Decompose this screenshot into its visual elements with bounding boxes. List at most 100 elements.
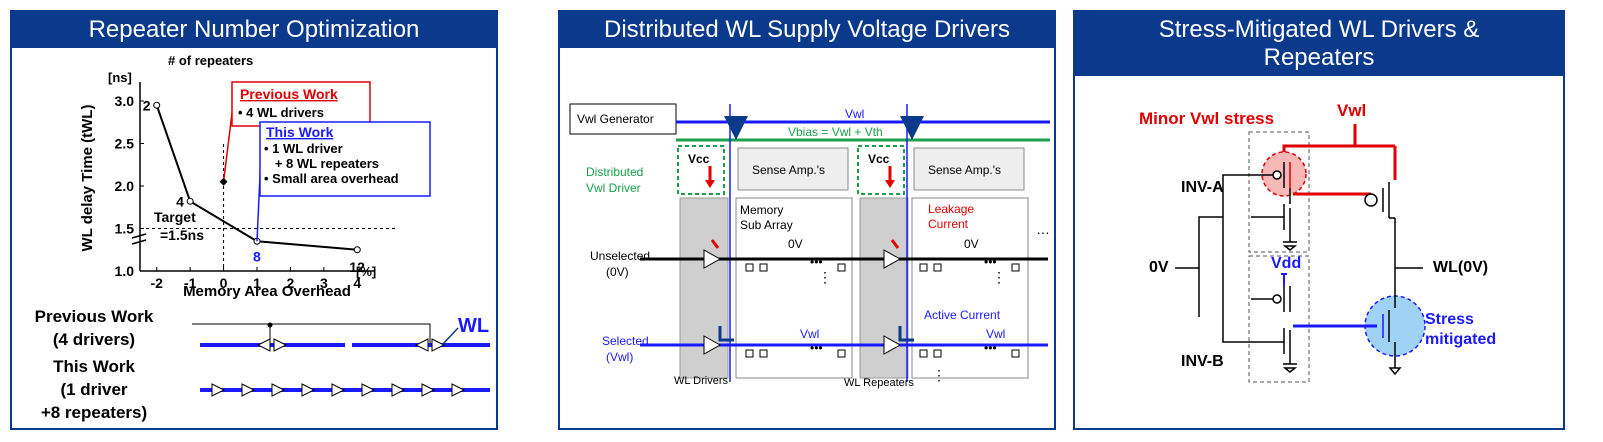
y-tick-label: 3.0 (115, 93, 135, 109)
repeater-symbol (301, 383, 316, 397)
x-tick-label: 2 (287, 275, 295, 291)
cell-ellipsis: ••• (810, 341, 823, 355)
x-tick-label: 3 (320, 275, 328, 291)
this-work-item: • Small area overhead (264, 171, 399, 186)
stress-label: mitigated (1425, 331, 1496, 348)
previous-work-label: Previous Work (35, 307, 154, 326)
previous-work-box (231, 81, 371, 127)
y-tick-label: 2.5 (115, 136, 135, 152)
vdots: ⋮ (992, 269, 1006, 285)
x-tick-label: -2 (150, 275, 163, 291)
target-value: =1.5ns (160, 227, 204, 243)
this-work-sublabel: (1 driver (60, 380, 127, 399)
data-point (353, 246, 361, 254)
inv-a-box (1248, 131, 1310, 253)
selected-label: Selected (602, 334, 649, 348)
distributed-drivers-panel: Distributed WL Supply Voltage Drivers Vw… (558, 10, 1056, 430)
distributed-driver-box (677, 145, 725, 195)
y-tick-label: 1.5 (115, 221, 135, 237)
driver-symbols (703, 239, 914, 355)
memory-cell (759, 349, 768, 358)
vdots: ⋮ (818, 269, 832, 285)
wl-repeaters-label: WL Repeaters (844, 377, 914, 389)
repeater-symbol (211, 383, 226, 397)
memory-cell (837, 263, 846, 272)
y-unit: [ns] (108, 70, 132, 85)
memory-cell (745, 263, 754, 272)
memory-cell (933, 349, 942, 358)
active-current-label: Active Current (924, 308, 1001, 322)
selected-label: (Vwl) (606, 350, 633, 364)
wl-out-label: WL(0V) (1433, 259, 1488, 276)
this-work-title: This Work (266, 124, 334, 140)
x-tick-label: 0 (220, 275, 228, 291)
memory-cell (933, 263, 942, 272)
red-arrow-head (705, 180, 715, 188)
distributed-label: Distributed (586, 165, 643, 179)
y-axis-label: WL delay Time (tWL) (79, 105, 96, 252)
cell-ellipsis: ••• (984, 341, 997, 355)
repeater-symbol (421, 383, 436, 397)
axis-break (131, 233, 147, 239)
target-label: Target (154, 209, 196, 225)
this-work-item: + 8 WL repeaters (264, 156, 379, 171)
vwl-rail-label: Vwl (845, 107, 864, 121)
vwl-label: Vwl (800, 327, 819, 341)
vwl-label: Vwl (986, 327, 1005, 341)
vwl-generator-label: Vwl Generator (577, 112, 654, 126)
panel-title: Distributed WL Supply Voltage Drivers (560, 12, 1054, 48)
x-axis-label: Memory Area Overhead (183, 283, 351, 300)
memory-label: Sub Array (740, 218, 793, 232)
previous-work-sublabel: (4 drivers) (53, 330, 135, 349)
distributed-driver-box (857, 145, 905, 195)
x-unit: [%] (356, 264, 376, 279)
this-work-box (259, 121, 431, 197)
cell-ellipsis: ••• (984, 255, 997, 269)
memory-cell (1011, 349, 1020, 358)
leakage-label: Leakage (928, 202, 974, 216)
vdd-label: Vdd (1271, 255, 1301, 272)
previous-work-point (219, 177, 228, 186)
axis-break (131, 239, 147, 245)
this-work-sublabel: +8 repeaters) (41, 403, 147, 422)
inv-a-label: INV-A (1181, 179, 1224, 196)
memory-cell (837, 349, 846, 358)
wl-label: WL (458, 315, 489, 337)
repeater-count-label: 4 (176, 193, 184, 209)
previous-work-item: • 4 WL drivers (238, 105, 324, 120)
sense-amp-block (913, 147, 1025, 191)
cell-ellipsis: ••• (810, 255, 823, 269)
repeater-symbol (361, 383, 376, 397)
panel-title-line: Stress-Mitigated WL Drivers & (1158, 16, 1480, 43)
x-tick-label: 4 (353, 275, 361, 291)
memory-cells (745, 263, 1020, 358)
repeater-symbol (241, 383, 256, 397)
memory-sub-array (735, 197, 853, 379)
red-arrow-head (885, 180, 895, 188)
distributed-label: Vwl Driver (586, 181, 641, 195)
wl-drivers-label: WL Drivers (674, 375, 728, 387)
repeater-symbol (271, 383, 286, 397)
vcc-label: Vcc (868, 152, 890, 166)
data-point (153, 101, 161, 109)
memory-cell (745, 349, 754, 358)
zero-v-label: 0V (1149, 259, 1169, 276)
vwl-net (1282, 124, 1397, 207)
output-transistors (1293, 182, 1423, 376)
minor-stress-label: Minor Vwl stress (1139, 109, 1274, 128)
zero-v-label: 0V (964, 237, 979, 251)
repeater-symbol (331, 383, 346, 397)
inv-a-transistors (1222, 162, 1298, 343)
y-tick-label: 1.0 (115, 263, 135, 279)
data-point (186, 197, 194, 205)
inv-b-box (1248, 255, 1310, 383)
vbias-label: Vbias = Vwl + Vth (788, 125, 883, 139)
series-title: # of repeaters (168, 53, 253, 68)
memory-label: Memory (740, 203, 783, 217)
repeater-symbol (451, 383, 466, 397)
sense-amp-label: Sense Amp.'s (752, 163, 825, 177)
y-tick-label: 2.0 (115, 178, 135, 194)
memory-sub-array (911, 197, 1029, 379)
x-tick-label: -1 (184, 275, 197, 291)
